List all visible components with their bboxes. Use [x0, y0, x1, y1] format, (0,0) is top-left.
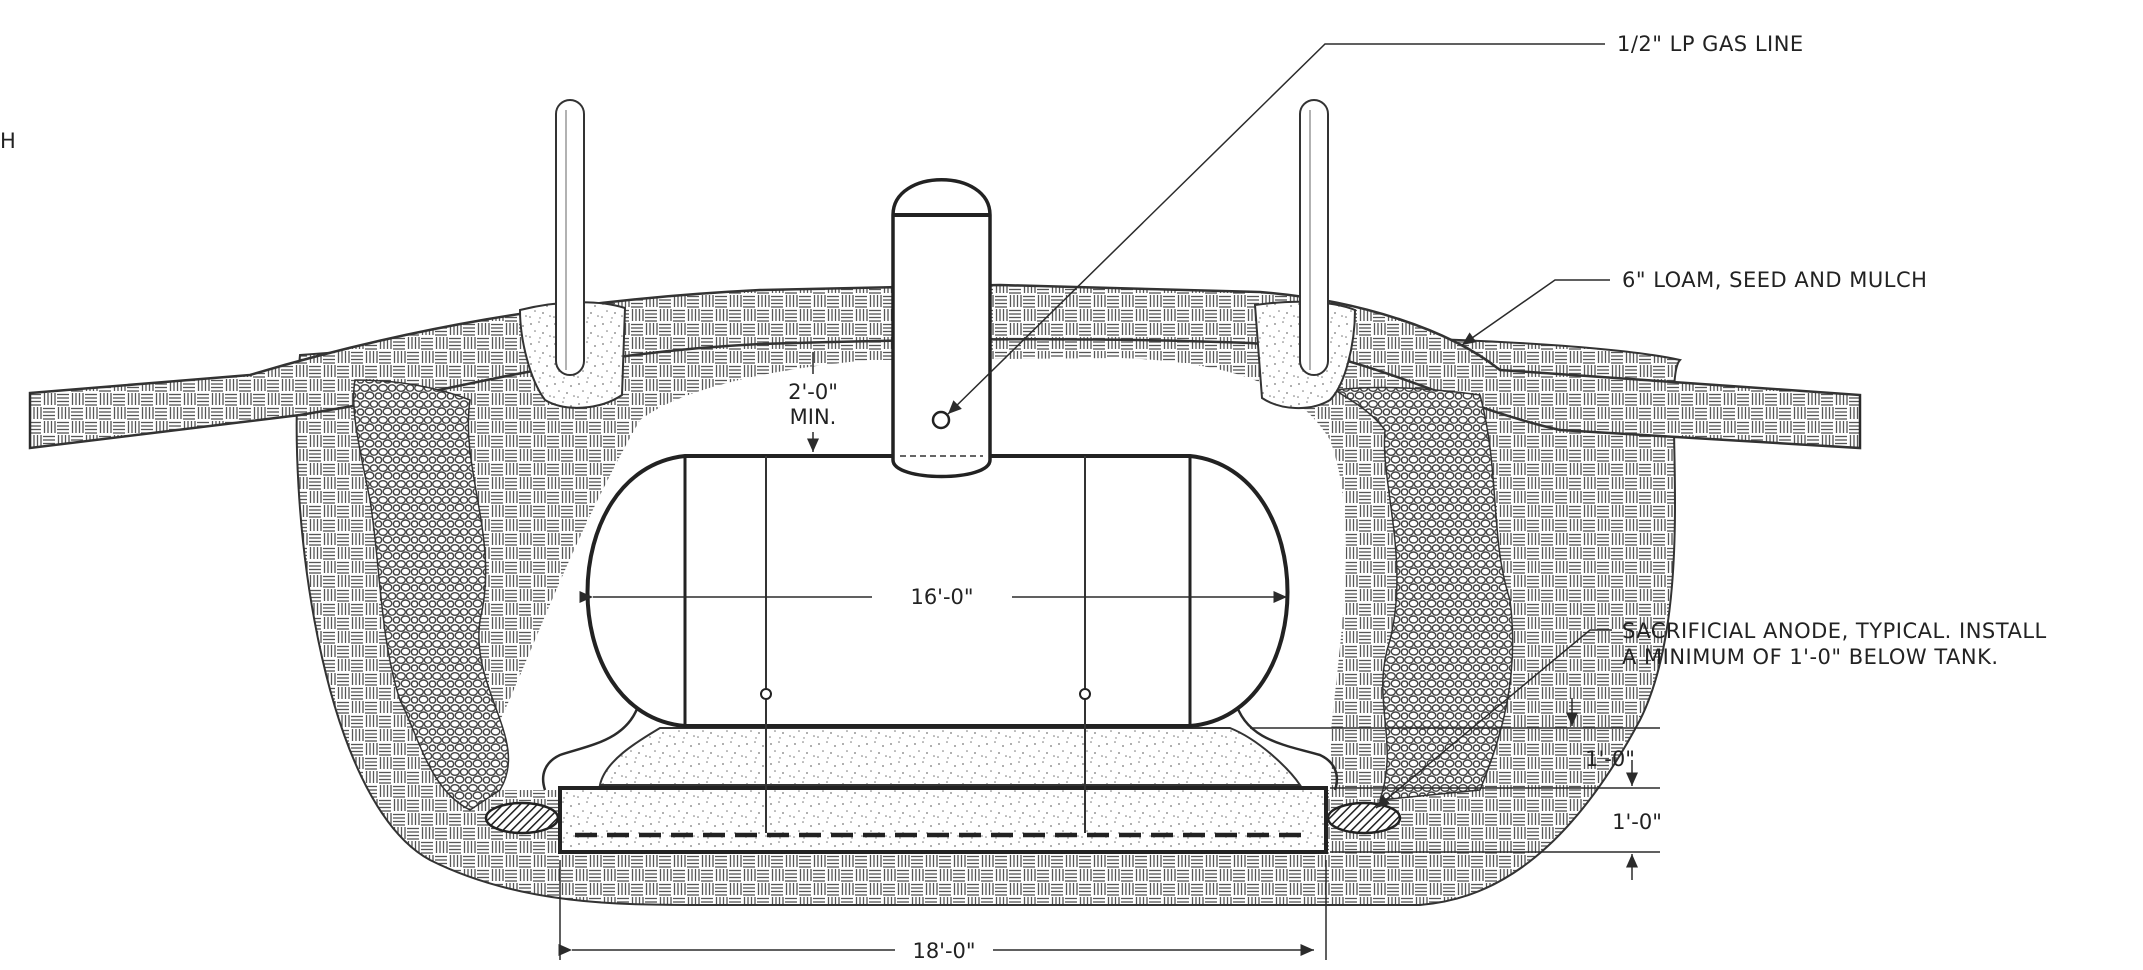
margin-fragment-text: H — [0, 129, 16, 153]
bollard-left — [555, 99, 585, 376]
bollard-right — [1299, 99, 1329, 376]
loam-label: 6" LOAM, SEED AND MULCH — [1622, 268, 1927, 292]
concrete-slab — [558, 786, 1328, 854]
gas-line-outlet — [931, 410, 951, 430]
crushed-stone-right — [1332, 386, 1514, 801]
tank-length-dimension: 16'-0" — [579, 585, 1287, 609]
cover-dimension: 2'-0" MIN. — [788, 352, 838, 452]
cover-label-line1: 2'-0" — [788, 380, 838, 404]
sacrificial-anode-right — [1326, 801, 1402, 835]
lp-tank — [585, 454, 1290, 833]
sand-depth-label: 1'-0" — [1585, 747, 1635, 771]
tank-length-label: 16'-0" — [910, 585, 973, 609]
backfill-mound — [28, 283, 1862, 450]
slab-depth-label: 1'-0" — [1612, 810, 1662, 834]
anode-callout: SACRIFICIAL ANODE, TYPICAL. INSTALL A MI… — [1375, 619, 2047, 809]
sacrificial-anode-left — [484, 801, 560, 835]
gas-line-callout: 1/2" LP GAS LINE — [947, 32, 1804, 415]
sand-bedding — [598, 727, 1302, 786]
cover-label-line2: MIN. — [790, 405, 837, 429]
anode-label-line1: SACRIFICIAL ANODE, TYPICAL. INSTALL — [1622, 619, 2047, 643]
loam-callout: 6" LOAM, SEED AND MULCH — [1461, 268, 1927, 346]
slab-length-label: 18'-0" — [912, 939, 975, 963]
slab-length-dimension: 18'-0" — [558, 860, 1327, 963]
crushed-stone-left — [352, 379, 510, 811]
anode-label-line2: A MINIMUM OF 1'-0" BELOW TANK. — [1622, 645, 1999, 669]
depth-dimensions: 1'-0" 1'-0" — [1250, 698, 1662, 880]
tank-dome — [891, 178, 992, 479]
gas-line-label: 1/2" LP GAS LINE — [1617, 32, 1804, 56]
